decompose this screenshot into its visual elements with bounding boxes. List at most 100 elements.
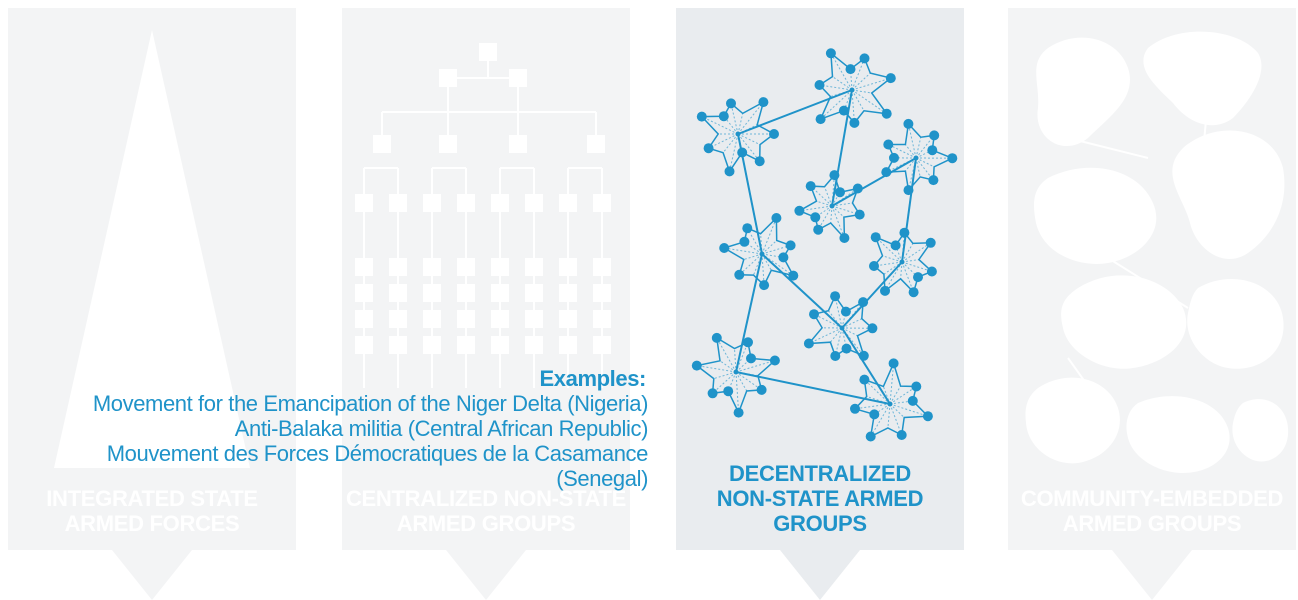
network-node [842,344,852,354]
network-node [704,143,714,153]
network-node [897,430,907,440]
network-node [759,280,769,290]
example-line-3: Mouvement des Forces Démocratiques de la… [93,441,648,466]
network-node [908,396,918,406]
network-node [913,272,923,282]
network-link [762,254,842,328]
network-node [830,351,840,361]
network-node [853,184,863,194]
network-node [813,225,823,235]
network-link [902,158,916,262]
network-node [869,261,879,271]
network-node [928,175,938,185]
network-cluster [850,358,933,441]
network-hub [840,326,845,331]
network-cluster [719,213,798,290]
panel-title-line-2: ARMED FORCES [65,511,240,536]
network-hub [734,370,739,375]
network-node [839,233,849,243]
network-node [926,238,936,248]
network-node [708,388,718,398]
network-hub [736,132,741,137]
network-node [880,286,890,296]
network-node [692,361,702,371]
panel-pointer [446,550,526,600]
network-node [725,166,735,176]
panel-pointer-active [780,550,860,600]
examples-heading: Examples: [93,366,646,391]
network-cluster [794,170,864,243]
network-node [830,291,840,301]
example-line-4: (Senegal) [93,466,648,491]
network-node [860,53,870,63]
network-cluster [815,48,896,128]
network-node [815,80,825,90]
network-node [886,73,896,83]
network-node [891,240,901,250]
panel-pointer [112,550,192,600]
network-node [810,212,820,222]
network-node [850,404,860,414]
network-node [743,337,753,347]
network-node [882,109,892,119]
network-node [829,170,839,180]
network-node [883,140,893,150]
network-node [816,114,826,124]
examples-text: Examples: Movement for the Emancipation … [93,366,648,491]
network-node [746,353,756,363]
network-hub [850,88,855,93]
network-node [712,333,722,343]
network-node [866,432,876,442]
panel-pointer [1112,550,1192,600]
network-node [786,240,796,250]
panel-title-line-2: ARMED GROUPS [397,511,576,536]
network-node [889,153,899,163]
panel-decentralized-non-state-armed-groups: DECENTRALIZED NON-STATE ARMED GROUPS [676,8,964,550]
network-node [758,97,768,107]
network-hub [760,252,765,257]
network-node [929,130,939,140]
network-node [911,382,921,392]
network-node [855,210,865,220]
network-node [757,385,767,395]
network-hub [888,402,893,407]
panel-community-embedded-armed-groups: COMMUNITY-EMBEDDED ARMED GROUPS [1008,8,1296,550]
network-node [769,129,779,139]
network-node [809,309,819,319]
network-node [839,106,849,116]
network-link [842,262,902,328]
network-node [719,243,729,253]
network-node [899,228,909,238]
network-node [719,111,729,121]
network-node [734,408,744,418]
network-node [734,270,744,280]
network-node [904,185,914,195]
network-node [726,98,736,108]
network-node [903,119,913,129]
network-node [859,375,869,385]
network-node [858,297,868,307]
panel-title-community: COMMUNITY-EMBEDDED ARMED GROUPS [1008,486,1296,536]
network-node [770,356,780,366]
network-node [869,409,879,419]
network-node [867,323,877,333]
example-line-2: Anti-Balaka militia (Central African Rep… [93,416,648,441]
network-node [859,351,869,361]
network-node [871,232,881,242]
panel-title-line-2: NON-STATE ARMED GROUPS [676,486,964,536]
network-node [804,339,814,349]
community-blobs-graphic [1008,8,1296,550]
network-node [947,153,957,163]
network-node [739,237,749,247]
network-node [889,358,899,368]
network-node [755,156,765,166]
panel-title-decentralized: DECENTRALIZED NON-STATE ARMED GROUPS [676,461,964,536]
network-cluster [881,119,957,195]
network-node [806,181,816,191]
network-node [788,271,798,281]
panel-title-line-2: ARMED GROUPS [1063,511,1242,536]
network-node [697,112,707,122]
network-node [826,48,836,58]
network-node [778,252,788,262]
network-node [835,187,845,197]
